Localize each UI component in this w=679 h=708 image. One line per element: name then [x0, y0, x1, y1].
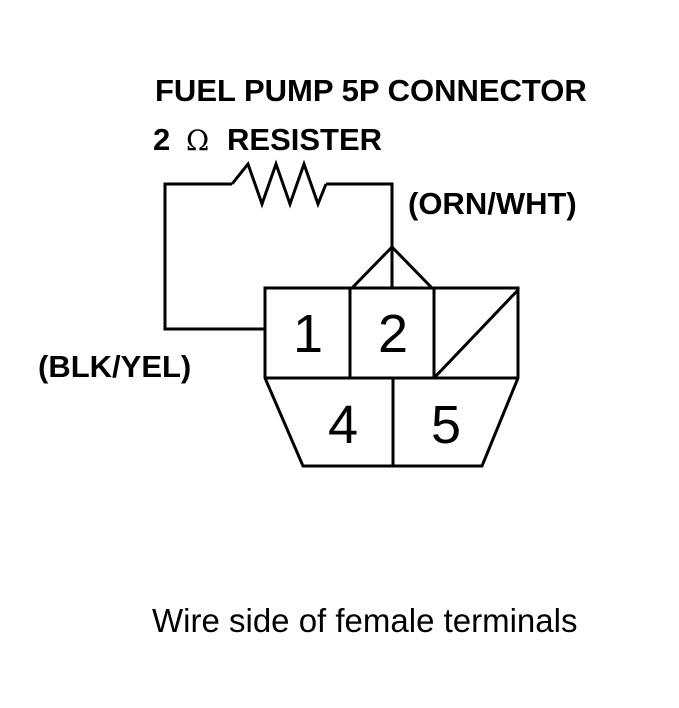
- pin-5-number: 5: [431, 395, 461, 455]
- pin-2-number: 2: [378, 304, 408, 364]
- diagram-title: FUEL PUMP 5P CONNECTOR: [155, 73, 587, 108]
- wire-label-blk-yel: (BLK/YEL): [38, 349, 191, 384]
- resistor-zigzag: [230, 159, 328, 209]
- resistor-label: RESISTER: [227, 122, 382, 157]
- jumper-wire-left: [163, 182, 265, 331]
- jumper-wire-right: [326, 182, 394, 247]
- pin-4-number: 4: [328, 395, 358, 455]
- caption: Wire side of female terminals: [152, 602, 577, 639]
- probe-tip: [350, 245, 434, 290]
- resistor-value: 2: [153, 122, 170, 157]
- ohm-symbol: Ω: [186, 124, 209, 157]
- empty-cavity-3-slash: [432, 288, 520, 380]
- pin-1-number: 1: [293, 304, 323, 364]
- wire-label-orn-wht: (ORN/WHT): [408, 186, 577, 221]
